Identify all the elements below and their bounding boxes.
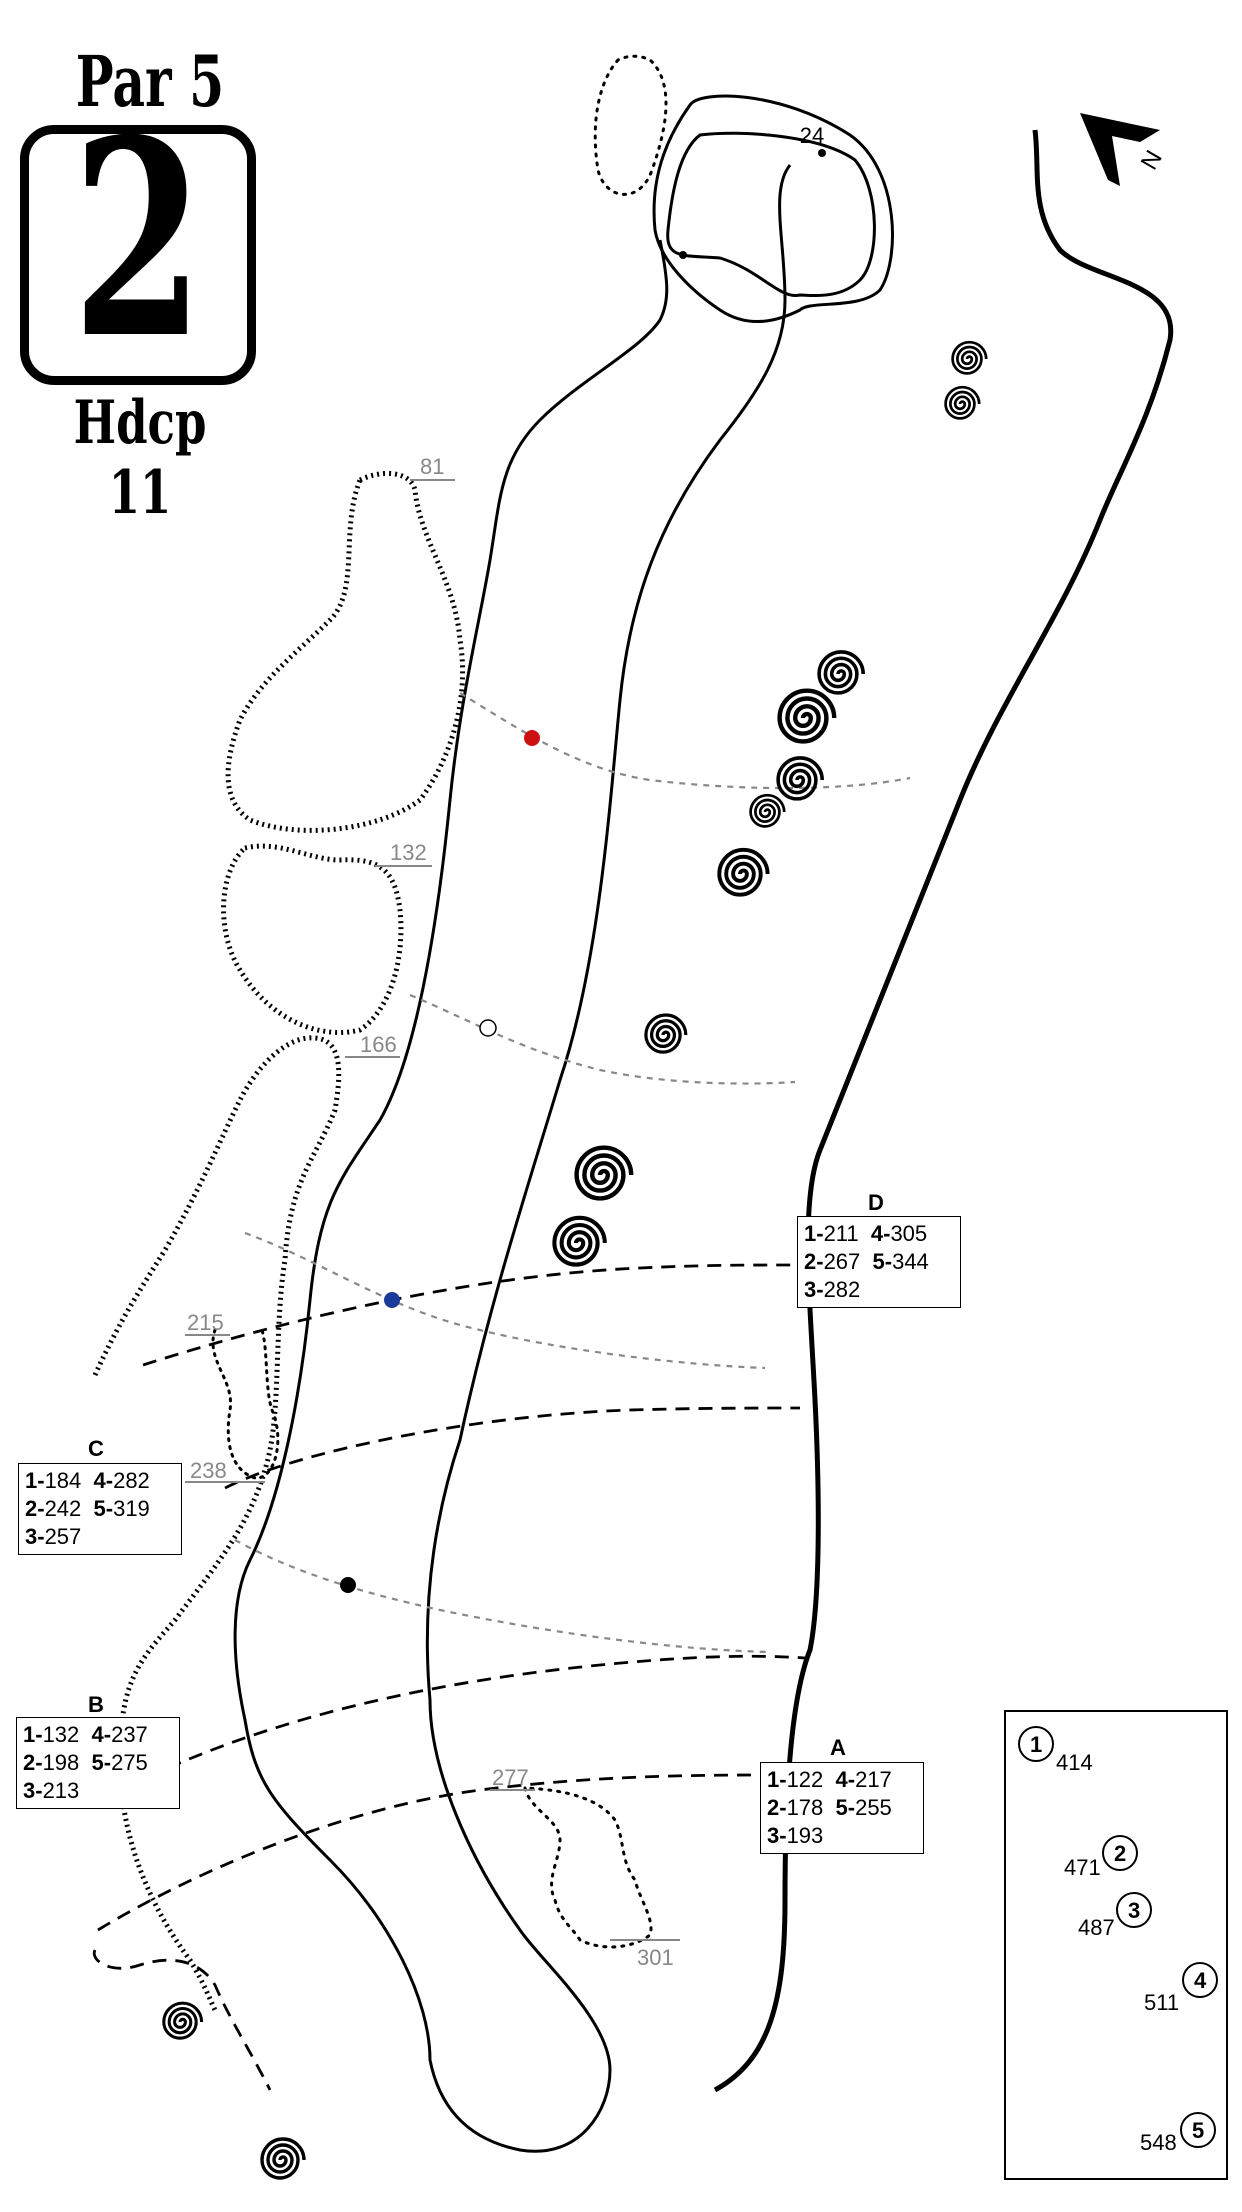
box-d-title: D	[868, 1190, 884, 1215]
marker-white	[479, 1019, 497, 1037]
dist-166: 166	[360, 1032, 397, 1057]
tee-4-number: 4	[1194, 1968, 1207, 1993]
tee-5-yards: 548	[1140, 2130, 1177, 2155]
hole-number-badge: 2	[20, 104, 256, 385]
box-a-title: A	[830, 1735, 846, 1760]
tee-4-yards: 511	[1144, 1990, 1179, 2015]
tee-1-number: 1	[1030, 1732, 1042, 1757]
fairway-left-edge	[233, 164, 792, 2153]
dist-277: 277	[492, 1765, 529, 1790]
green-outer	[652, 94, 894, 324]
hazard-bunker-low	[523, 1786, 653, 1949]
box-b-title: B	[88, 1692, 104, 1717]
tee-3-number: 3	[1128, 1898, 1140, 1923]
box-c-title: C	[88, 1436, 104, 1461]
yardage-box-b: 1-132 4-237 2-198 5-275 3-213	[16, 1717, 180, 1809]
tee-2-number: 2	[1114, 1841, 1126, 1866]
distance-lines	[234, 692, 911, 1654]
tee-5-number: 5	[1192, 2118, 1204, 2143]
tee-2-yards: 471	[1064, 1855, 1101, 1880]
hazard-left-2	[221, 843, 404, 1035]
tee-3-yards: 487	[1078, 1915, 1115, 1940]
north-arrow-icon: N	[1080, 113, 1168, 186]
dist-238: 238	[190, 1458, 227, 1483]
right-boundary	[713, 129, 1174, 2093]
distance-marker-labels: 81 132 166 215 238 277 301	[185, 454, 680, 1970]
handicap-label: Hdcp 11	[73, 388, 207, 528]
marker-red	[524, 730, 540, 746]
marker-blue	[384, 1292, 400, 1308]
dist-81: 81	[420, 454, 444, 479]
hole-number: 2	[72, 80, 204, 398]
tee-legend-graphic: 1 414 2 471 3 487 4 511 5 548	[1018, 1726, 1218, 2155]
yardage-lines	[92, 1263, 806, 2091]
dist-215: 215	[187, 1310, 224, 1335]
par-label: Par 5	[75, 40, 225, 123]
yardage-box-d: 1-211 4-305 2-267 5-344 3-282	[797, 1216, 961, 1308]
marker-black	[340, 1577, 356, 1593]
hazard-bunker-mid	[211, 1328, 280, 1480]
tee-1-yards: 414	[1056, 1750, 1093, 1775]
dist-132: 132	[390, 840, 427, 865]
tee-legend: 1 414 2 471 3 487 4 511 5 548	[1004, 1710, 1228, 2180]
green-inner	[666, 131, 876, 298]
dist-301: 301	[637, 1945, 674, 1970]
green-depth-label: 24	[800, 123, 824, 148]
yardage-box-a: 1-122 4-217 2-178 5-255 3-193	[760, 1762, 924, 1854]
svg-text:N: N	[1136, 146, 1168, 175]
yardage-box-c: 1-184 4-282 2-242 5-319 3-257	[18, 1463, 182, 1555]
hazard-outline-top	[593, 54, 668, 196]
hazard-left-1	[225, 470, 466, 833]
